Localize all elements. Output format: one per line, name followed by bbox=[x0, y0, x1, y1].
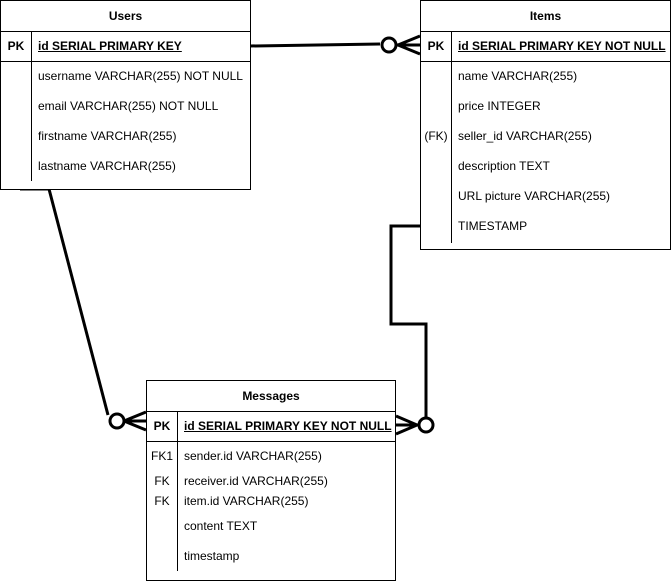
table-row[interactable]: FK item.id VARCHAR(255) bbox=[147, 491, 395, 511]
table-row[interactable]: price INTEGER bbox=[421, 96, 670, 116]
items-table[interactable]: Items PK id SERIAL PRIMARY KEY NOT NULL … bbox=[420, 0, 671, 250]
key-label: FK1 bbox=[150, 449, 173, 463]
table-row[interactable]: lastname VARCHAR(255) bbox=[1, 156, 250, 176]
key-label: FK bbox=[154, 474, 170, 488]
field-label: sender.id VARCHAR(255) bbox=[184, 449, 322, 463]
table-row[interactable]: FK1 sender.id VARCHAR(255) bbox=[147, 446, 395, 466]
field-label: description TEXT bbox=[458, 159, 550, 173]
key-label: PK bbox=[153, 419, 171, 433]
field-label: timestamp bbox=[184, 549, 240, 563]
field-label: id SERIAL PRIMARY KEY bbox=[38, 39, 182, 53]
field-label: firstname VARCHAR(255) bbox=[38, 129, 177, 143]
key-divider bbox=[31, 31, 32, 181]
field-label: item.id VARCHAR(255) bbox=[184, 494, 309, 508]
table-row[interactable]: URL picture VARCHAR(255) bbox=[421, 186, 670, 206]
field-label: TIMESTAMP bbox=[458, 219, 528, 233]
relation-users-messages bbox=[20, 187, 147, 432]
field-label: name VARCHAR(255) bbox=[458, 69, 578, 83]
field-label: price INTEGER bbox=[458, 99, 541, 113]
relation-items-messages bbox=[389, 224, 435, 436]
table-title: Messages bbox=[147, 381, 395, 412]
field-label: email VARCHAR(255) NOT NULL bbox=[38, 99, 219, 113]
field-label: username VARCHAR(255) NOT NULL bbox=[38, 69, 243, 83]
field-label: receiver.id VARCHAR(255) bbox=[184, 474, 328, 488]
key-label: FK bbox=[154, 494, 170, 508]
table-row[interactable]: name VARCHAR(255) bbox=[421, 66, 670, 86]
field-label: content TEXT bbox=[184, 519, 258, 533]
table-row[interactable]: FK receiver.id VARCHAR(255) bbox=[147, 471, 395, 491]
field-label: seller_id VARCHAR(255) bbox=[458, 129, 592, 143]
table-title: Users bbox=[1, 1, 250, 32]
table-title: Items bbox=[421, 1, 670, 32]
table-row[interactable]: timestamp bbox=[147, 546, 395, 566]
messages-table[interactable]: Messages PK id SERIAL PRIMARY KEY NOT NU… bbox=[146, 380, 396, 581]
field-label: id SERIAL PRIMARY KEY NOT NULL bbox=[458, 39, 666, 53]
primary-key-row[interactable]: PK id SERIAL PRIMARY KEY bbox=[1, 31, 250, 62]
key-divider bbox=[177, 411, 178, 571]
field-label: id SERIAL PRIMARY KEY NOT NULL bbox=[184, 419, 392, 433]
primary-key-row[interactable]: PK id SERIAL PRIMARY KEY NOT NULL bbox=[421, 31, 670, 62]
key-divider bbox=[451, 31, 452, 243]
table-row[interactable]: description TEXT bbox=[421, 156, 670, 176]
table-row[interactable]: content TEXT bbox=[147, 516, 395, 536]
table-row[interactable]: TIMESTAMP bbox=[421, 216, 670, 236]
key-label: PK bbox=[7, 39, 25, 53]
table-row[interactable]: (FK) seller_id VARCHAR(255) bbox=[421, 126, 670, 146]
key-label: PK bbox=[427, 39, 445, 53]
key-label: (FK) bbox=[424, 129, 448, 143]
users-table[interactable]: Users PK id SERIAL PRIMARY KEY username … bbox=[0, 0, 251, 190]
table-row[interactable]: firstname VARCHAR(255) bbox=[1, 126, 250, 146]
field-label: lastname VARCHAR(255) bbox=[38, 159, 176, 173]
table-row[interactable]: username VARCHAR(255) NOT NULL bbox=[1, 66, 250, 86]
relation-users-items bbox=[249, 34, 421, 56]
primary-key-row[interactable]: PK id SERIAL PRIMARY KEY NOT NULL bbox=[147, 411, 395, 442]
table-row[interactable]: email VARCHAR(255) NOT NULL bbox=[1, 96, 250, 116]
field-label: URL picture VARCHAR(255) bbox=[458, 189, 611, 203]
